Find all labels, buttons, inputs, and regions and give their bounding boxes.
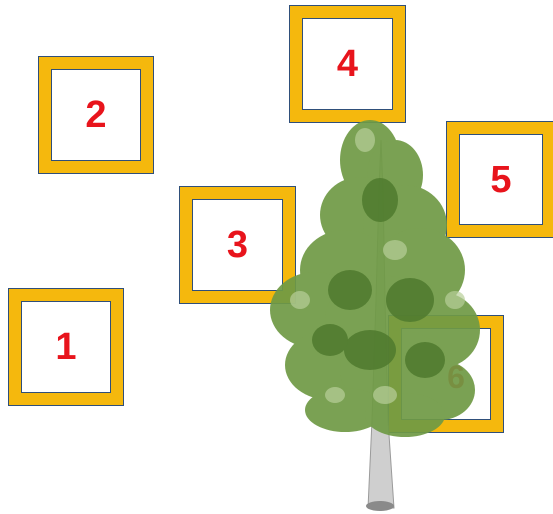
tree-image (0, 0, 553, 514)
